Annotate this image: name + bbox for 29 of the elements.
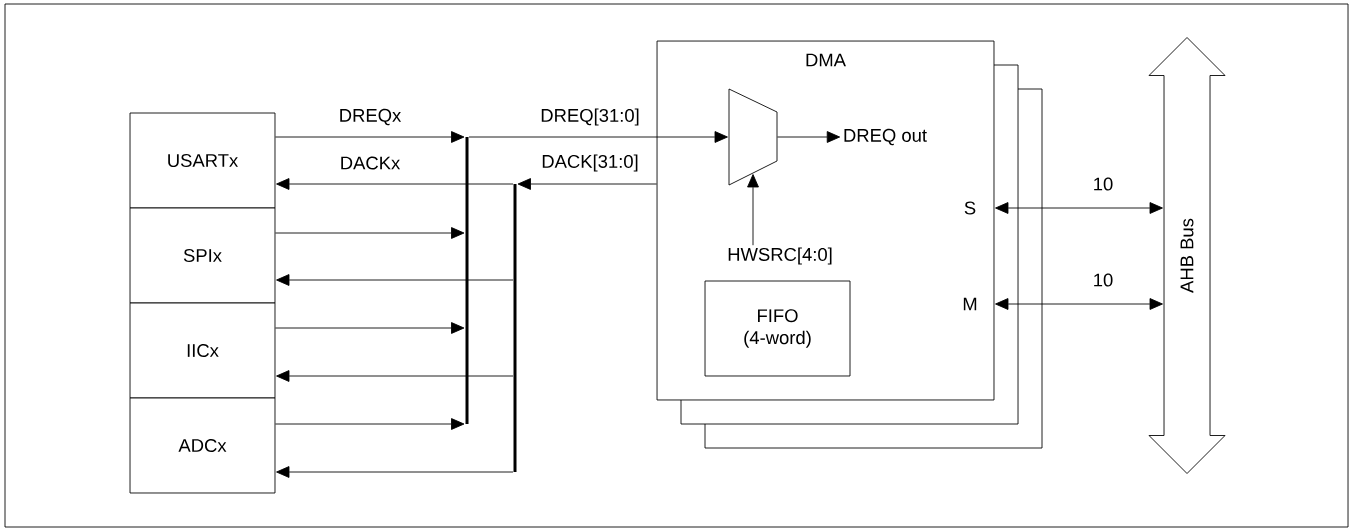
arrow: [275, 418, 465, 430]
arrow: [275, 131, 465, 143]
arrow: [276, 178, 514, 190]
peripheral-box: ADCx: [129, 397, 276, 494]
edge-label: DACKx: [338, 154, 402, 172]
arrow: [517, 178, 658, 190]
arrow: [995, 202, 1163, 214]
signal-label: DREQ out: [844, 128, 927, 146]
edge-label: DREQ[31:0]: [538, 106, 642, 128]
edge-label: 10: [1091, 175, 1116, 193]
edge-label: DACK[31:0]: [539, 152, 641, 174]
peripheral-box: IICx: [129, 302, 276, 399]
peripheral-box: SPIx: [129, 207, 276, 304]
arrow: [276, 370, 514, 382]
arrow: [275, 322, 465, 334]
peripheral-box: USARTx: [129, 112, 276, 209]
arrow: [276, 466, 514, 478]
edge-label: 10: [1091, 271, 1116, 289]
arrow: [747, 174, 759, 246]
arrow: [275, 227, 465, 239]
arrow: [995, 298, 1163, 310]
signal-label: HWSRC[4:0]: [728, 247, 832, 265]
arrow: [777, 131, 841, 143]
arrow: [468, 131, 728, 143]
edge-label: DREQx: [337, 107, 404, 127]
arrow: [276, 274, 514, 286]
mux-symbol: [728, 88, 778, 186]
fifo-box: FIFO (4-word): [704, 280, 851, 377]
node-label: DMA: [806, 53, 846, 67]
